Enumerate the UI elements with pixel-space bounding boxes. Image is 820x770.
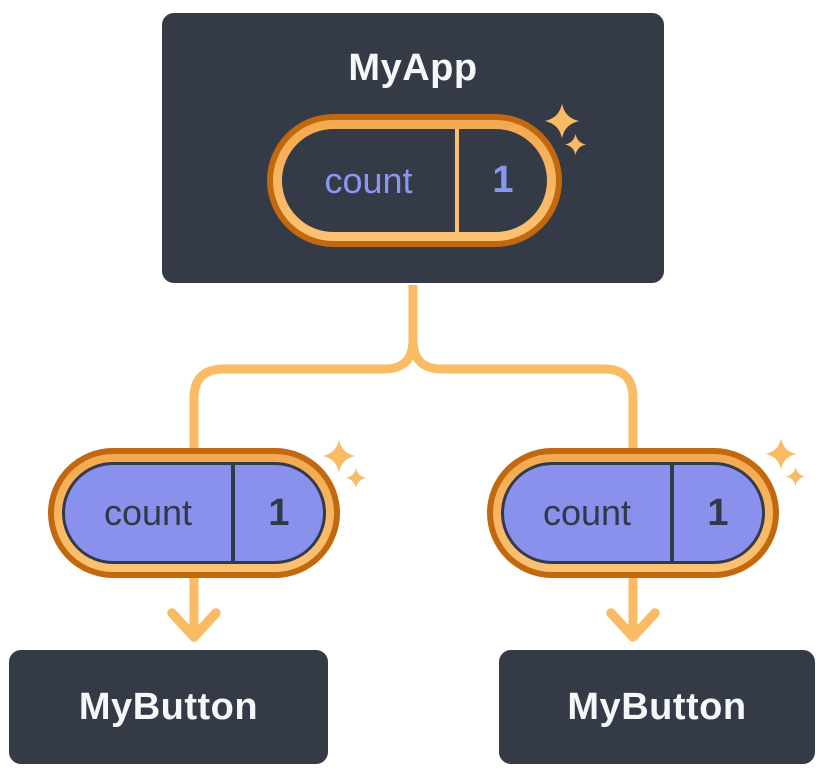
child-component-box-right: MyButton [497, 648, 817, 766]
sparkle-icon [785, 466, 806, 487]
prop-name-label: count [103, 492, 193, 533]
state-name-label: count [324, 159, 413, 201]
state-pill: count 1 [267, 114, 562, 247]
prop-pill-core: count 1 [62, 462, 326, 564]
child-component-box-left: MyButton [7, 648, 330, 766]
branch-line-right [408, 282, 638, 637]
arrowhead-icon [167, 608, 221, 642]
prop-name-label: count [542, 492, 632, 533]
prop-pill-core: count 1 [501, 462, 765, 564]
prop-pill-left: count 1 [48, 448, 340, 578]
sparkle-icon [544, 103, 580, 139]
prop-pill-right: count 1 [487, 448, 779, 578]
sparkle-icon [322, 439, 356, 473]
state-pill-ring: count 1 [273, 120, 556, 241]
root-component-title: MyApp [348, 47, 478, 89]
root-component-box: MyApp count 1 [160, 11, 666, 285]
pill-divider [670, 465, 674, 561]
arrowhead-icon [606, 608, 660, 642]
prop-value: 1 [268, 491, 290, 534]
sparkle-icon [765, 438, 797, 470]
child-component-title: MyButton [78, 685, 259, 728]
prop-pill-ring: count 1 [493, 454, 773, 572]
child-component-title: MyButton [567, 685, 747, 728]
pill-divider [231, 465, 235, 561]
sparkle-icon [564, 133, 587, 156]
state-value: 1 [492, 159, 514, 201]
state-pill-core: count 1 [282, 129, 547, 232]
prop-value: 1 [707, 491, 729, 534]
prop-pill-ring: count 1 [54, 454, 334, 572]
sparkle-icon [345, 467, 367, 489]
pill-divider [455, 129, 459, 232]
